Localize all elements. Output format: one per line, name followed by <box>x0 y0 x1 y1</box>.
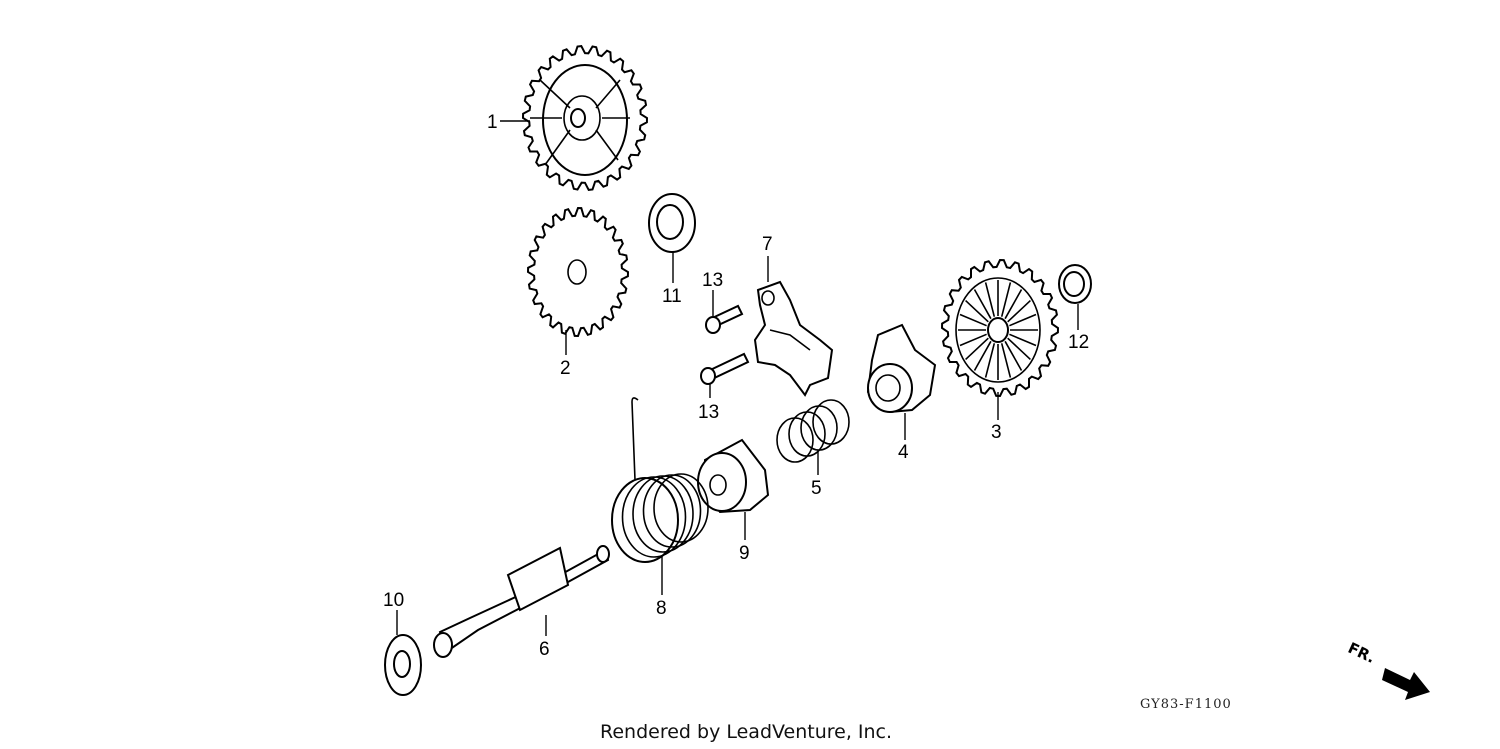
gear-3-spoke <box>965 300 989 323</box>
label-13b[interactable]: 13 <box>698 402 719 423</box>
gear-3-spoke <box>1009 333 1037 347</box>
gear-3-spoke <box>1000 282 1012 317</box>
leader-lines <box>396 120 1079 636</box>
label-12[interactable]: 12 <box>1068 332 1089 353</box>
guide-7[interactable] <box>753 280 834 397</box>
gear-3-spoke <box>984 343 996 378</box>
bolt-13b[interactable] <box>700 352 750 385</box>
front-direction-indicator: FR. <box>1345 639 1430 700</box>
spring-5-coil <box>812 399 850 445</box>
collar-9[interactable] <box>697 438 770 514</box>
ratchet-4[interactable] <box>866 323 937 414</box>
spring-5[interactable] <box>776 399 850 463</box>
arrow-icon <box>1382 668 1430 700</box>
gear-3-spoke <box>959 333 987 347</box>
washer-11[interactable] <box>648 193 696 253</box>
label-7[interactable]: 7 <box>762 234 773 255</box>
label-6[interactable]: 6 <box>539 639 550 660</box>
gear-3-spoke <box>973 340 992 371</box>
washer-10[interactable] <box>384 634 422 696</box>
gear-3-spoke <box>984 282 996 317</box>
label-1[interactable]: 1 <box>487 112 498 133</box>
label-4[interactable]: 4 <box>898 442 909 463</box>
render-credit: Rendered by LeadVenture, Inc. <box>600 721 892 743</box>
label-8[interactable]: 8 <box>656 598 667 619</box>
spring-8[interactable] <box>611 397 709 563</box>
gear-3-spoke <box>1007 337 1031 360</box>
gear-3-spoke <box>973 289 992 320</box>
label-5[interactable]: 5 <box>811 478 822 499</box>
spindle-6[interactable] <box>433 545 610 658</box>
gear-3-spoke <box>1004 340 1023 371</box>
front-label: FR. <box>1345 639 1378 667</box>
label-2[interactable]: 2 <box>560 358 571 379</box>
gear-3-spoke <box>1007 300 1031 323</box>
part-labels: 1 2 3 4 5 6 7 8 9 10 11 12 13 13 <box>383 112 1089 660</box>
bolt-13a[interactable] <box>705 304 744 334</box>
gear-3-spoke <box>965 337 989 360</box>
washer-12[interactable] <box>1058 264 1092 304</box>
gear-3-spoke <box>1000 343 1012 378</box>
spring-8-coil <box>653 473 709 543</box>
gear-2[interactable] <box>526 206 630 338</box>
label-10[interactable]: 10 <box>383 590 404 611</box>
gear-1[interactable] <box>521 45 649 191</box>
diagram-code: GY83-F1100 <box>1140 697 1232 712</box>
label-13a[interactable]: 13 <box>702 270 723 291</box>
gear-3-spoke <box>1009 313 1037 327</box>
label-9[interactable]: 9 <box>739 543 750 564</box>
gear-3-spoke <box>1004 289 1023 320</box>
label-3[interactable]: 3 <box>991 422 1002 443</box>
label-11[interactable]: 11 <box>662 286 682 307</box>
gear-3[interactable] <box>940 258 1060 398</box>
gear-3-spoke <box>959 313 987 327</box>
